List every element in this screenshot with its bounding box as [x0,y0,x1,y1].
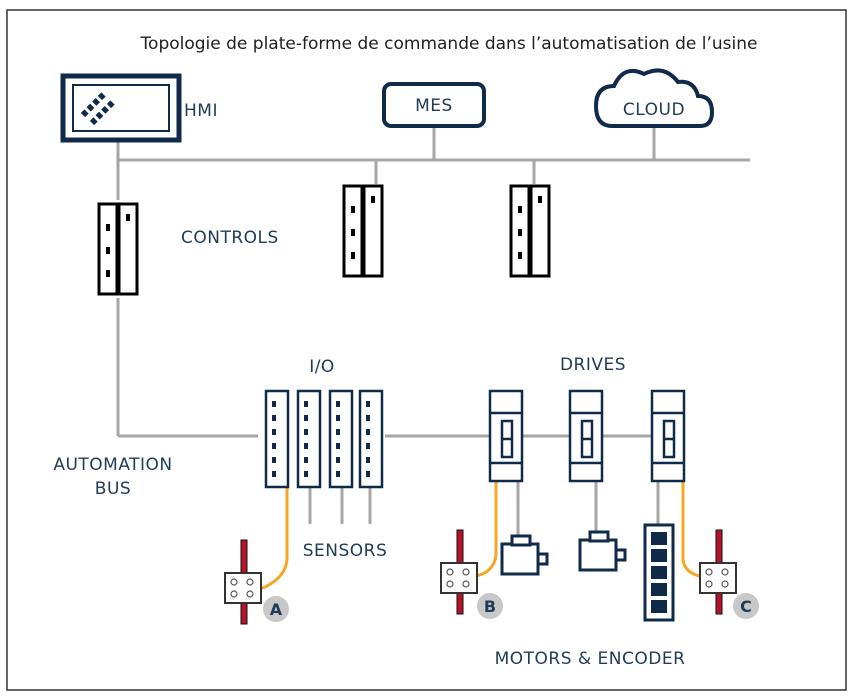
motors-encoder-label: MOTORS & ENCODER [495,649,686,669]
io-module-rack [264,389,384,489]
outer-border [6,9,847,691]
encoder-cables [257,482,705,592]
motor-icon-1 [500,534,549,576]
motor-icon-2 [578,530,627,572]
io-module-1 [264,389,290,489]
badge-c-text: C [740,597,752,616]
hmi-panel-icon [60,73,182,143]
drive-icon-2 [568,389,604,483]
io-module-3 [328,389,354,489]
cloud-icon [593,68,715,128]
controller-icon-2 [342,184,384,278]
automation-bus-label-line1: AUTOMATION [53,455,172,475]
cloud-label: CLOUD [623,100,685,120]
automation-bus-label-line2: BUS [95,479,131,499]
mes-label: MES [415,96,453,116]
io-module-4 [358,389,384,489]
encoder-icon [643,523,675,622]
controls-label: CONTROLS [181,228,279,248]
diagram-title: Topologie de plate-forme de commande dan… [140,34,758,54]
sensor-icon-a [224,539,262,625]
badge-c: C [731,591,761,621]
badge-b-text: B [484,597,496,616]
hmi-label: HMI [184,101,218,121]
badge-a-text: A [270,600,283,619]
io-label: I/O [309,357,335,377]
io-module-2 [296,389,322,489]
drives-label: DRIVES [560,355,626,375]
sensor-icon-b [440,529,478,615]
sensor-icon-c [699,529,737,615]
badge-a: A [261,594,291,624]
controller-icon-1 [97,202,139,296]
badge-b: B [475,591,505,621]
mes-box [382,82,486,128]
drive-icon-3 [650,389,686,483]
drive-icon-1 [488,389,524,483]
controller-icon-3 [509,184,551,278]
sensors-label: SENSORS [303,541,388,561]
